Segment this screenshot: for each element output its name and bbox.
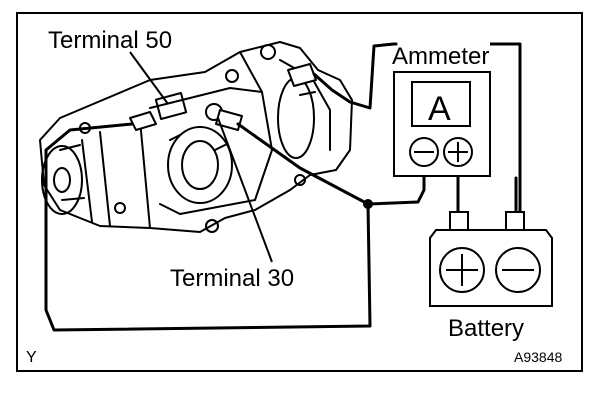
- plus-terminal-icon: [443, 137, 473, 167]
- ammeter: [393, 71, 491, 177]
- ammeter-symbol: A: [428, 90, 451, 128]
- battery-label: Battery: [448, 315, 524, 342]
- battery-post-negative: [505, 211, 525, 231]
- wire-junction-loop: [44, 122, 372, 332]
- ammeter-label: Ammeter: [392, 43, 489, 70]
- corner-letter: Y: [26, 349, 37, 366]
- solenoid: [149, 87, 273, 215]
- terminal-30-label: Terminal 30: [170, 265, 294, 292]
- battery: [429, 211, 553, 307]
- starter-motor: [39, 41, 353, 233]
- plus-terminal-icon: [439, 247, 485, 293]
- wire-ammeter-rail-to-battery-negative: [490, 42, 522, 212]
- minus-terminal-icon: [495, 247, 541, 293]
- starter-body-outline: [39, 41, 353, 233]
- leader-terminal-30: [217, 117, 273, 263]
- ammeter-display: [411, 81, 471, 127]
- starter-end-cap: [41, 145, 83, 215]
- clip-terminal-30: [215, 109, 243, 131]
- label-leaders: [129, 51, 273, 263]
- battery-post-positive: [449, 211, 469, 231]
- clip-top-right: [287, 63, 317, 87]
- terminal-50-connector: [154, 91, 188, 121]
- leader-terminal-50: [129, 51, 169, 105]
- test-clips: [129, 63, 317, 131]
- figure-code: A93848: [514, 349, 562, 365]
- clip-terminal-50: [129, 111, 157, 131]
- diagram-frame: [16, 12, 583, 372]
- wires: [44, 42, 518, 332]
- junction-dot: [363, 199, 373, 209]
- wire-junction-to-ammeter-minus: [366, 166, 426, 206]
- wire-ammeter-right-to-battery-negative: [488, 178, 516, 212]
- wire-clip-to-ammeter-top: [312, 42, 396, 110]
- terminal-50-label: Terminal 50: [48, 27, 172, 54]
- minus-terminal-icon: [409, 137, 439, 167]
- wire-ammeter-to-negative-post: [490, 160, 515, 212]
- wire-terminal-30-to-junction: [236, 122, 370, 206]
